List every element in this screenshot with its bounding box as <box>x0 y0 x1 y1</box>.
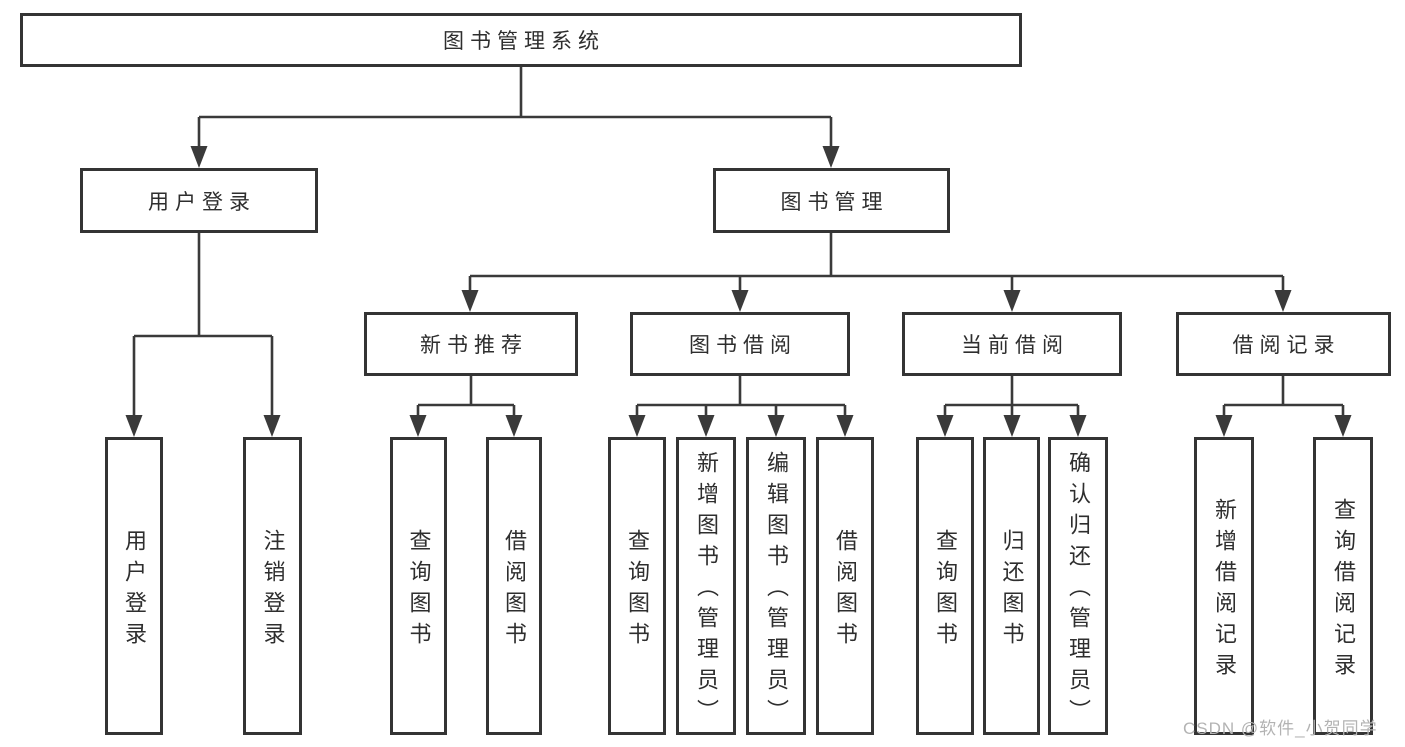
leaf-recommend-query-books-label: 查询图书 <box>406 528 432 653</box>
leaf-borrow-edit-books-admin-label: 编辑图书（管理员） <box>764 451 789 730</box>
node-user-login-label: 用户登录 <box>148 190 256 214</box>
leaf-records-add-borrow-record-label: 新增借阅记录 <box>1212 497 1237 684</box>
node-new-book-recommendation: 新书推荐 <box>364 312 578 376</box>
node-new-book-recommendation-label: 新书推荐 <box>420 334 528 357</box>
node-book-management-label: 图书管理 <box>780 190 889 214</box>
node-borrowing-records-label: 借阅记录 <box>1232 334 1341 357</box>
leaf-borrow-query-books-label: 查询图书 <box>625 528 650 653</box>
leaf-records-add-borrow-record: 新增借阅记录 <box>1194 437 1254 735</box>
leaf-recommend-borrow-books-label: 借阅图书 <box>502 528 527 653</box>
leaf-borrow-query-books: 查询图书 <box>608 437 666 735</box>
leaf-current-query-books: 查询图书 <box>916 437 974 735</box>
leaf-current-query-books-label: 查询图书 <box>933 528 958 653</box>
leaf-logout-login: 注销登录 <box>243 437 302 735</box>
leaf-recommend-borrow-books: 借阅图书 <box>486 437 542 735</box>
leaf-logout-login-label: 注销登录 <box>260 528 286 653</box>
leaf-records-query-borrow-record: 查询借阅记录 <box>1313 437 1373 735</box>
watermark: CSDN @软件_小贺同学 <box>1183 719 1378 738</box>
node-current-borrowing-label: 当前借阅 <box>961 334 1069 357</box>
leaf-records-query-borrow-record-label: 查询借阅记录 <box>1331 497 1356 684</box>
node-root: 图书管理系统 <box>20 13 1022 67</box>
leaf-current-confirm-return-admin: 确认归还（管理员） <box>1048 437 1108 735</box>
node-borrowing-records: 借阅记录 <box>1176 312 1391 376</box>
leaf-current-return-books: 归还图书 <box>983 437 1040 735</box>
node-book-management: 图书管理 <box>713 168 950 233</box>
leaf-borrow-add-books-admin: 新增图书（管理员） <box>676 437 736 735</box>
leaf-user-login-label: 用户登录 <box>122 528 147 653</box>
leaf-user-login: 用户登录 <box>105 437 163 735</box>
node-book-borrowing-label: 图书借阅 <box>689 334 797 357</box>
node-book-borrowing: 图书借阅 <box>630 312 850 376</box>
leaf-current-return-books-label: 归还图书 <box>999 528 1025 653</box>
leaf-borrow-borrow-books: 借阅图书 <box>816 437 874 735</box>
leaf-borrow-edit-books-admin: 编辑图书（管理员） <box>746 437 806 735</box>
leaf-recommend-query-books: 查询图书 <box>390 437 447 735</box>
leaf-borrow-add-books-admin-label: 新增图书（管理员） <box>694 451 719 730</box>
node-user-login: 用户登录 <box>80 168 318 233</box>
node-current-borrowing: 当前借阅 <box>902 312 1122 376</box>
leaf-borrow-borrow-books-label: 借阅图书 <box>833 528 858 653</box>
node-root-label: 图书管理系统 <box>443 30 605 53</box>
leaf-current-confirm-return-admin-label: 确认归还（管理员） <box>1066 451 1091 730</box>
